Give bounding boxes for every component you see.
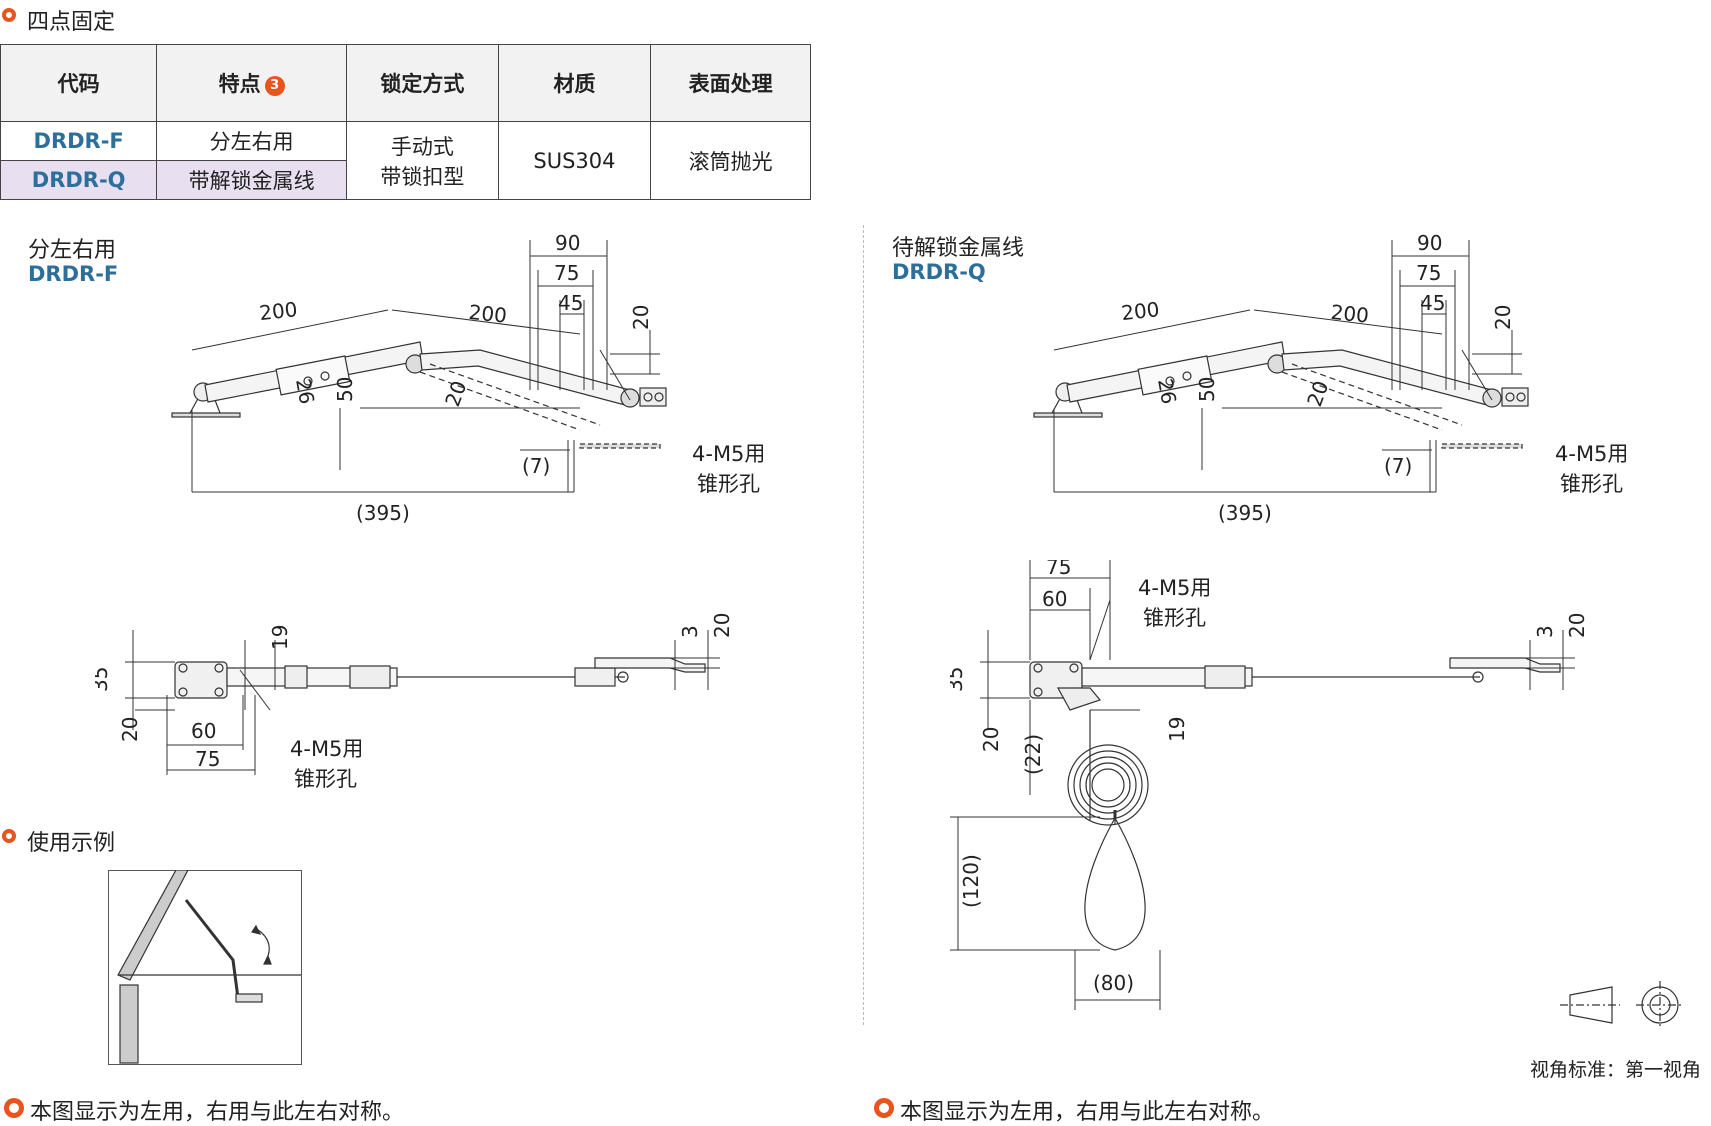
right-dim-90: 90 <box>1417 231 1442 255</box>
section-bullet-icon <box>2 829 16 843</box>
feature-note-badge: 3 <box>264 76 285 96</box>
left-top-dim-3: 3 <box>678 625 702 638</box>
section-title-fixing: 四点固定 <box>27 10 116 35</box>
row-code: DRDR-Q <box>0 160 158 200</box>
lock-line-1: 手动式 <box>390 134 454 159</box>
left-drawing-title: 分左右用 <box>28 238 117 263</box>
left-dim-200-a: 200 <box>258 297 298 325</box>
header-material: 材质 <box>497 44 652 122</box>
right-drawing-title: 待解锁金属线 <box>892 236 1025 261</box>
right-hole-label-2: 锥形孔 <box>1560 472 1623 496</box>
left-dim-20: 20 <box>629 305 653 330</box>
right-top-dim-20-b: 20 <box>1565 613 1589 638</box>
right-top-dim-19: 19 <box>1165 717 1189 742</box>
header-feature-label: 特点 <box>218 72 261 96</box>
row-lock: 手动式带锁扣型 <box>345 121 499 200</box>
left-top-dim-35: 35 <box>95 667 112 692</box>
footnote-left: 本图显示为左用，右用与此左右对称。 <box>30 1100 405 1125</box>
right-drawing-code: DRDR-Q <box>892 260 986 284</box>
left-dim-200-b: 200 <box>468 300 508 328</box>
right-dim-26: 26 <box>1153 377 1181 406</box>
left-top-hole-label-2: 锥形孔 <box>294 767 357 791</box>
section-title-usage: 使用示例 <box>27 831 116 856</box>
left-top-dim-75: 75 <box>195 747 220 771</box>
right-top-dim-120: (120) <box>959 854 983 908</box>
left-top-dim-19: 19 <box>268 625 292 650</box>
right-hole-label-1: 4-M5用 <box>1555 442 1629 466</box>
left-dim-75: 75 <box>554 261 579 285</box>
right-side-view-drawing: 90 75 45 200 200 20 50 26 20 (7) (395) <box>1033 231 1529 525</box>
left-dim-45: 45 <box>558 291 583 315</box>
left-top-dim-20-b: 20 <box>710 613 734 638</box>
left-dim-7: (7) <box>522 454 550 478</box>
left-dim-20-b: 20 <box>440 378 471 410</box>
center-divider <box>863 225 864 1025</box>
header-code: 代码 <box>0 44 158 122</box>
left-dim-395: (395) <box>356 501 410 525</box>
left-dim-26: 26 <box>291 377 319 406</box>
right-top-dim-80: (80) <box>1093 971 1134 995</box>
left-top-dim-20: 20 <box>118 717 142 742</box>
left-top-hole-label-1: 4-M5用 <box>290 737 364 761</box>
right-dim-7: (7) <box>1384 454 1412 478</box>
first-angle-projection-icon <box>1560 981 1684 1029</box>
left-top-view-drawing: 35 20 19 60 75 3 20 <box>95 613 734 775</box>
row-code: DRDR-F <box>0 121 158 161</box>
right-top-dim-60: 60 <box>1042 587 1067 611</box>
left-hole-label-2: 锥形孔 <box>697 472 760 496</box>
right-dim-200-b: 200 <box>1330 300 1370 328</box>
left-drawing-code: DRDR-F <box>28 262 119 286</box>
footnote-right: 本图显示为左用，右用与此左右对称。 <box>900 1100 1275 1125</box>
row-material: SUS304 <box>497 121 652 200</box>
left-side-view-drawing: 90 75 45 200 200 20 50 26 20 (7) (395) <box>171 231 667 525</box>
right-top-dim-20: 20 <box>979 727 1003 752</box>
right-dim-50: 50 <box>1195 377 1219 402</box>
right-top-dim-22: (22) <box>1021 734 1045 775</box>
row-feature: 带解锁金属线 <box>156 160 347 200</box>
section-bullet-icon <box>2 8 16 22</box>
header-surface: 表面处理 <box>650 44 811 122</box>
right-dim-20-b: 20 <box>1302 378 1333 410</box>
table-row: DRDR-F 分左右用 手动式带锁扣型 SUS304 滚筒抛光 <box>0 121 811 200</box>
left-top-dim-60: 60 <box>191 719 216 743</box>
right-top-view-drawing: 75 60 35 20 (22) 19 (120) (80) 3 20 <box>950 560 1589 1010</box>
footnote-bullet-icon <box>4 1098 24 1118</box>
footnote-bullet-icon <box>874 1098 894 1118</box>
view-standard-label: 视角标准：第一视角 <box>1530 1059 1702 1081</box>
right-top-dim-3: 3 <box>1533 625 1557 638</box>
left-hole-label-1: 4-M5用 <box>692 442 766 466</box>
right-dim-200-a: 200 <box>1120 297 1160 325</box>
usage-example-illustration <box>108 870 302 1065</box>
right-dim-20: 20 <box>1491 305 1515 330</box>
header-lock: 锁定方式 <box>345 44 499 122</box>
row-feature: 分左右用 <box>156 121 347 161</box>
table-row: DRDR-Q 带解锁金属线 <box>0 160 811 200</box>
right-top-hole-label-2: 锥形孔 <box>1143 606 1206 630</box>
right-dim-45: 45 <box>1420 291 1445 315</box>
right-top-hole-label-1: 4-M5用 <box>1138 576 1212 600</box>
right-top-dim-75: 75 <box>1046 560 1071 579</box>
left-dim-90: 90 <box>555 231 580 255</box>
right-dim-75: 75 <box>1416 261 1441 285</box>
lock-line-2: 带锁扣型 <box>380 164 465 189</box>
left-dim-50: 50 <box>333 377 357 402</box>
right-top-dim-35: 35 <box>950 667 967 692</box>
right-dim-395: (395) <box>1218 501 1272 525</box>
row-surface: 滚筒抛光 <box>650 121 811 200</box>
